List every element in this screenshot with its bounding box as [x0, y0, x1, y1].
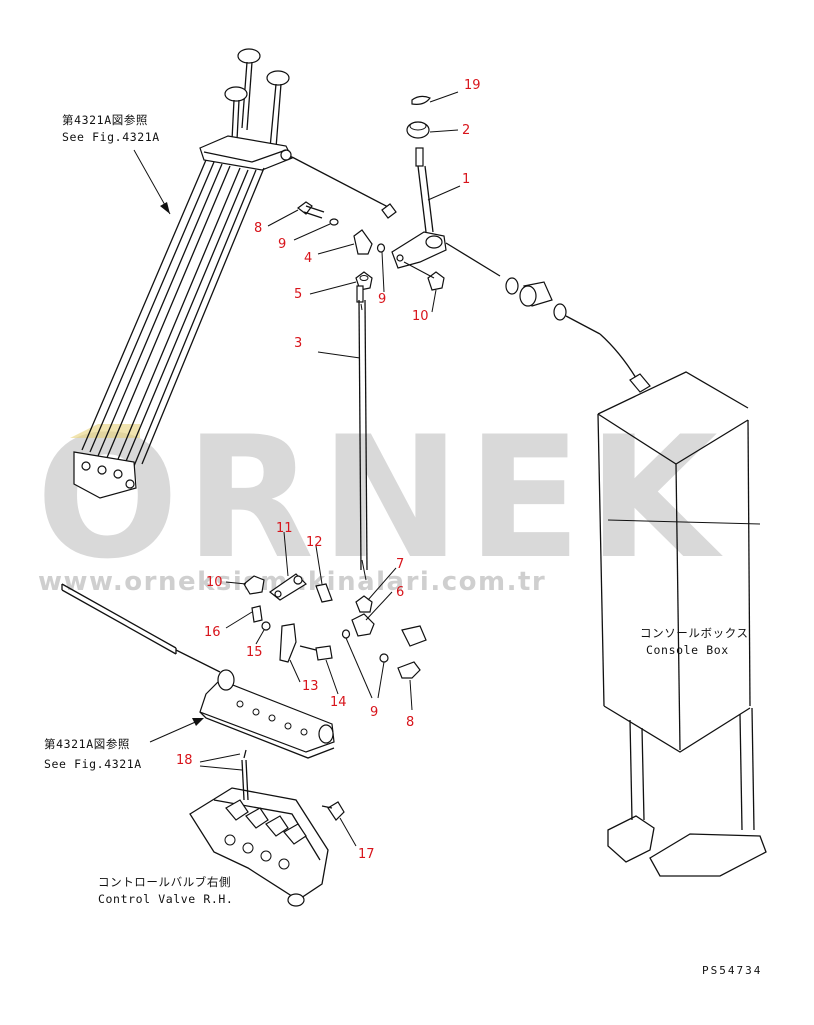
shaft-bushings-drawing	[505, 277, 651, 393]
callout-7: 7	[396, 557, 404, 572]
callout-18: 18	[176, 753, 193, 768]
reference-leader-bottom	[149, 719, 201, 743]
valve-label-jp: コントロールバルブ右側	[98, 875, 231, 889]
watermark-brand: ORNEK	[36, 400, 724, 596]
callout-10-top: 10	[412, 309, 429, 324]
callout-17: 17	[358, 847, 375, 862]
control-valve-drawing	[189, 749, 345, 907]
callout-leaders	[199, 91, 461, 847]
console-label-en: Console Box	[646, 643, 729, 657]
reference-label-top-en: See Fig.4321A	[62, 130, 160, 144]
valve-label-en: Control Valve R.H.	[98, 892, 233, 906]
control-rod-drawing	[356, 285, 368, 581]
callout-14: 14	[330, 695, 347, 710]
callout-10-bottom: 10	[206, 575, 223, 590]
lever-bundle-drawing	[73, 48, 391, 499]
callout-8-bottom: 8	[406, 715, 414, 730]
callout-19: 19	[464, 78, 481, 93]
reference-label-bottom-jp: 第4321A図参照	[44, 737, 130, 751]
callout-4: 4	[304, 251, 312, 266]
callout-5: 5	[294, 287, 302, 302]
callout-1: 1	[462, 172, 470, 187]
lower-rod-drawing	[61, 583, 221, 673]
callout-9-top-right: 9	[378, 292, 386, 307]
callout-12: 12	[306, 535, 323, 550]
callout-15: 15	[246, 645, 263, 660]
watermark-accent	[70, 424, 140, 438]
reference-label-top-jp: 第4321A図参照	[62, 113, 148, 127]
reference-arrow-bottom	[192, 718, 204, 726]
part-callouts: 19 2 1 8 9 4 9 5 10 3 11 12 7 10 6 16 15…	[176, 78, 481, 862]
callout-8-top: 8	[254, 221, 262, 236]
reference-leader-top	[133, 149, 171, 215]
drawing-code: PS54734	[702, 964, 762, 977]
callout-9-top-left: 9	[278, 237, 286, 252]
callout-3: 3	[294, 336, 302, 351]
reference-arrow-top	[160, 202, 170, 214]
console-box-drawing	[597, 371, 767, 877]
lever-assembly-drawing	[381, 95, 501, 291]
callout-13: 13	[302, 679, 319, 694]
callout-2: 2	[462, 123, 470, 138]
callout-9-bottom: 9	[370, 705, 378, 720]
callout-11: 11	[276, 521, 293, 536]
callout-6: 6	[396, 585, 404, 600]
upper-link-parts-drawing	[297, 201, 386, 291]
console-label-jp: コンソールボックス	[640, 626, 749, 640]
lower-link-parts-drawing	[243, 573, 427, 679]
reference-label-bottom-en: See Fig.4321A	[44, 757, 142, 771]
callout-16: 16	[204, 625, 221, 640]
bracket-plate-drawing	[199, 669, 335, 759]
